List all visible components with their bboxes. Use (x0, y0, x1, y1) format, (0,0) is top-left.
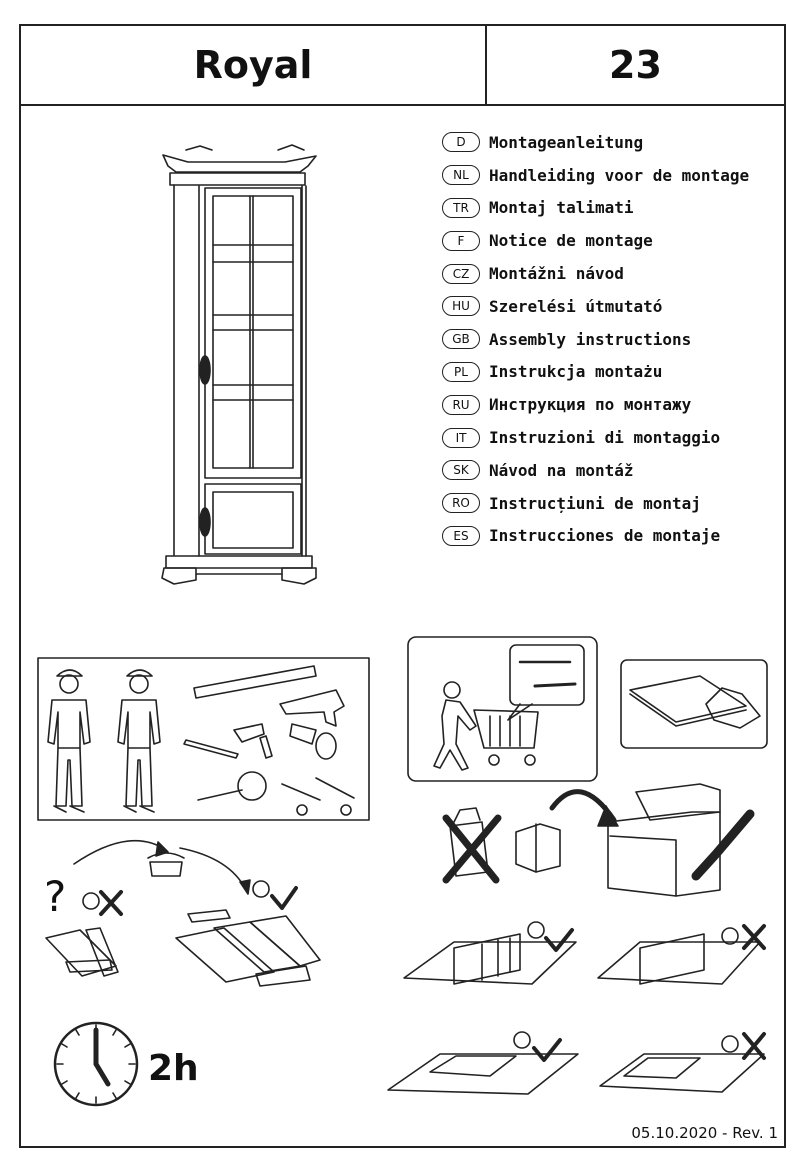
language-list: D Montageanleitung NL Handleiding voor de … (442, 126, 782, 552)
language-code: RU (442, 394, 480, 415)
language-item: RU Инструкция по монтажу (442, 388, 782, 421)
cross-mark-icon (742, 1032, 766, 1060)
language-code: CZ (442, 263, 480, 284)
header-divider (19, 104, 786, 106)
storage-illustration (442, 783, 755, 897)
language-item: CZ Montážni návod (442, 257, 782, 290)
drill-icon (279, 689, 345, 727)
cross-mark-icon (742, 924, 766, 950)
check-mark-icon (532, 1038, 562, 1062)
language-code: NL (442, 165, 480, 186)
language-item: F Notice de montage (442, 224, 782, 257)
language-title: Montageanleitung (489, 132, 644, 152)
happy-face-icon (513, 1031, 531, 1049)
check-mark-icon (691, 809, 755, 881)
layout-comparison (45, 839, 321, 987)
language-code: PL (442, 361, 480, 382)
language-item: GB Assembly instructions (442, 323, 782, 356)
language-title: Szerelési útmutató (489, 296, 663, 316)
sad-face-icon (721, 927, 739, 945)
check-mark-icon (544, 928, 574, 952)
language-item: TR Montaj talimati (442, 192, 782, 225)
language-title: Instruzioni di montaggio (489, 428, 721, 448)
language-code: F (442, 230, 480, 251)
clock-icon (53, 1021, 139, 1107)
worker-figure (117, 669, 161, 813)
language-title: Instrukcja montażu (489, 362, 663, 382)
hand-board-panel (620, 659, 768, 749)
language-item: HU Szerelési útmutató (442, 290, 782, 323)
screwdriver-icon (315, 777, 355, 799)
workers-tools-panel (37, 657, 370, 821)
sad-face-icon (721, 1035, 739, 1053)
floor-protection (387, 921, 766, 1095)
arrow-icon (73, 839, 167, 865)
product-title: Royal (193, 43, 313, 87)
language-code: HU (442, 296, 480, 317)
pencil-icon (183, 739, 239, 759)
cabinet-illustration (161, 144, 317, 585)
language-code: D (442, 132, 480, 153)
worker-figure (47, 669, 91, 813)
language-code: IT (442, 427, 480, 448)
level-icon (193, 665, 317, 699)
language-item: D Montageanleitung (442, 126, 782, 159)
shopping-panel (407, 636, 598, 782)
language-code: RO (442, 493, 480, 514)
language-title: Instrucțiuni de montaj (489, 493, 701, 513)
sad-face-icon (82, 892, 100, 910)
footer-date-revision: 05.10.2020 - Rev. 1 (631, 1124, 778, 1142)
header-vertical-divider (485, 24, 487, 106)
language-item: NL Handleiding voor de montage (442, 159, 782, 192)
language-title: Notice de montage (489, 231, 653, 251)
language-title: Instrucciones de montaje (489, 526, 721, 546)
language-code: SK (442, 460, 480, 481)
language-title: Инструкция по монтажу (489, 395, 692, 415)
language-code: ES (442, 525, 480, 546)
language-title: Assembly instructions (489, 329, 692, 349)
happy-face-icon (252, 880, 270, 898)
language-code: TR (442, 197, 480, 218)
language-title: Handleiding voor de montage (489, 165, 750, 185)
language-title: Návod na montáž (489, 460, 634, 480)
language-title: Montaj talimati (489, 198, 634, 218)
question-mark: ? (44, 872, 67, 921)
phone-icon (147, 852, 185, 877)
language-title: Montážni návod (489, 264, 624, 284)
page-number: 23 (609, 43, 662, 87)
happy-face-icon (527, 921, 545, 939)
language-item: IT Instruzioni di montaggio (442, 421, 782, 454)
language-item: SK Návod na montáž (442, 454, 782, 487)
mallet-icon (289, 723, 317, 745)
language-code: GB (442, 329, 480, 350)
screwdriver-icon (281, 783, 321, 801)
language-item: PL Instrukcja montażu (442, 356, 782, 389)
assembly-duration: 2h (148, 1048, 199, 1089)
hammer-icon (233, 723, 265, 743)
tape-measure-icon (237, 771, 267, 801)
language-item: RO Instrucțiuni de montaj (442, 487, 782, 520)
page-frame (19, 24, 786, 1148)
language-item: ES Instrucciones de montaje (442, 520, 782, 553)
